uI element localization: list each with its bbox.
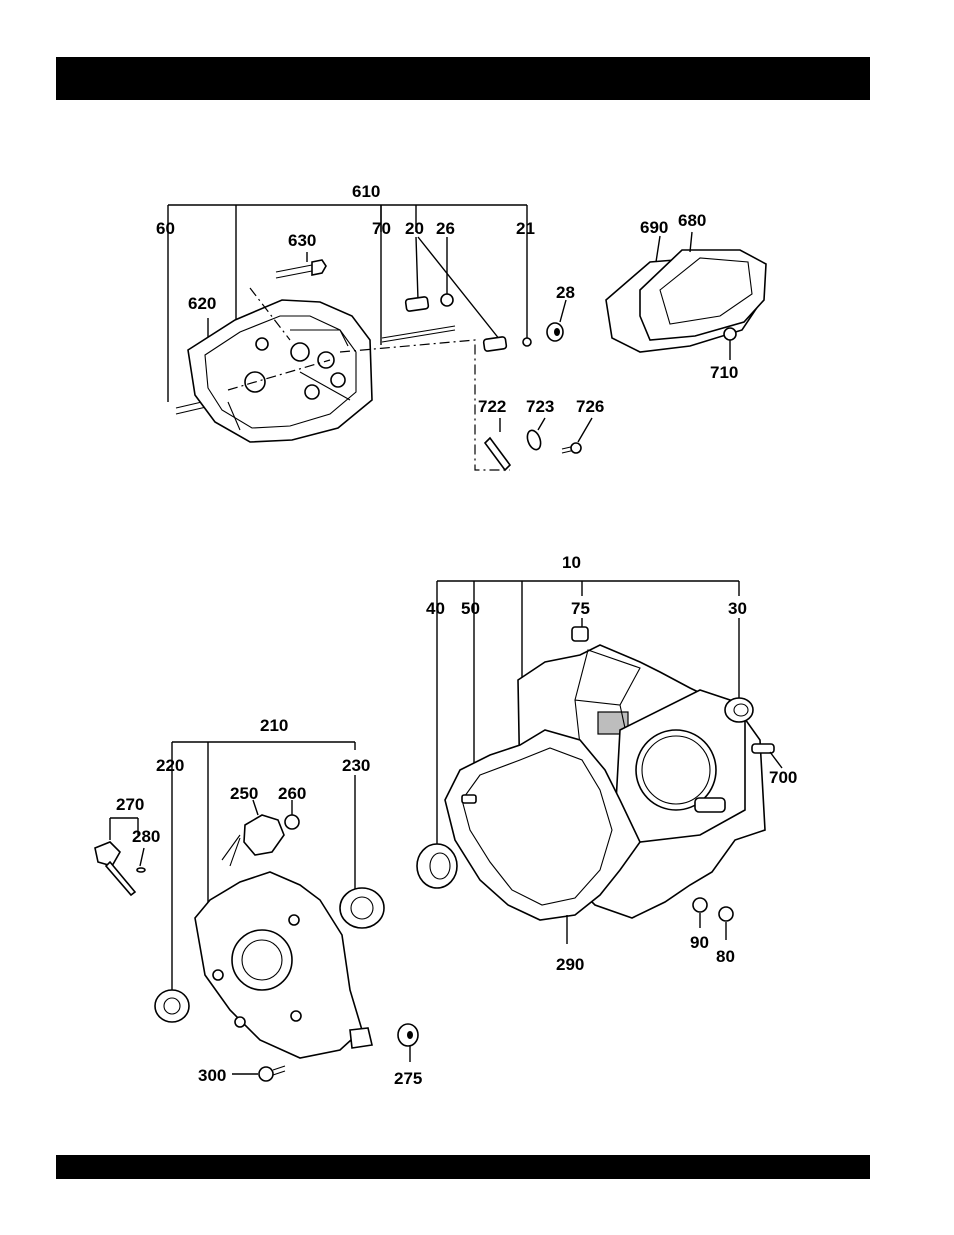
ring-21 bbox=[523, 338, 531, 346]
label-28: 28 bbox=[556, 283, 575, 302]
pin-722 bbox=[485, 438, 510, 470]
label-280: 280 bbox=[132, 827, 160, 846]
cap-26 bbox=[441, 294, 453, 306]
drain-plug-80 bbox=[719, 907, 733, 921]
label-20: 20 bbox=[405, 219, 424, 238]
crankcase-group: 10 40 50 75 30 700 90 80 290 bbox=[417, 553, 797, 974]
oil-seal-30 bbox=[725, 698, 753, 722]
label-70: 70 bbox=[372, 219, 391, 238]
bolt-726 bbox=[571, 443, 581, 453]
label-620: 620 bbox=[188, 294, 216, 313]
label-723: 723 bbox=[526, 397, 554, 416]
label-10: 10 bbox=[562, 553, 581, 572]
plug-75 bbox=[572, 627, 588, 641]
bolt-710 bbox=[724, 328, 736, 340]
pin-50 bbox=[462, 795, 476, 803]
label-270: 270 bbox=[116, 795, 144, 814]
label-250: 250 bbox=[230, 784, 258, 803]
label-630: 630 bbox=[288, 231, 316, 250]
label-30: 30 bbox=[728, 599, 747, 618]
label-690: 690 bbox=[640, 218, 668, 237]
dowel-pin-2 bbox=[483, 337, 506, 352]
oil-dipstick bbox=[95, 842, 120, 866]
crankcase-cover-group: 210 220 230 250 260 270 280 300 275 bbox=[95, 716, 422, 1088]
washer-90 bbox=[693, 898, 707, 912]
push-rod bbox=[382, 326, 455, 342]
label-610: 610 bbox=[352, 182, 380, 201]
label-700: 700 bbox=[769, 768, 797, 787]
dowel-pin bbox=[405, 297, 428, 312]
bolt-260 bbox=[285, 815, 299, 829]
label-90: 90 bbox=[690, 933, 709, 952]
label-75: 75 bbox=[571, 599, 590, 618]
cylinder-head-group: 610 60 70 20 26 21 630 620 28 690 680 71… bbox=[156, 182, 766, 470]
label-80: 80 bbox=[716, 947, 735, 966]
label-722: 722 bbox=[478, 397, 506, 416]
bolt-300 bbox=[259, 1067, 273, 1081]
oil-seal-230 bbox=[340, 888, 384, 928]
label-220: 220 bbox=[156, 756, 184, 775]
label-300: 300 bbox=[198, 1066, 226, 1085]
oil-seal-40 bbox=[417, 844, 457, 888]
label-290: 290 bbox=[556, 955, 584, 974]
label-26: 26 bbox=[436, 219, 455, 238]
clip-723 bbox=[525, 429, 543, 452]
governor bbox=[244, 815, 284, 855]
bolt-630 bbox=[276, 265, 312, 278]
label-230: 230 bbox=[342, 756, 370, 775]
label-60: 60 bbox=[156, 219, 175, 238]
oil-seal-220 bbox=[155, 990, 189, 1022]
label-210: 210 bbox=[260, 716, 288, 735]
label-680: 680 bbox=[678, 211, 706, 230]
label-260: 260 bbox=[278, 784, 306, 803]
cylinder-head bbox=[188, 300, 372, 442]
o-ring-280 bbox=[137, 868, 145, 872]
bolt-630-head bbox=[312, 260, 326, 275]
label-50: 50 bbox=[461, 599, 480, 618]
label-40: 40 bbox=[426, 599, 445, 618]
label-726: 726 bbox=[576, 397, 604, 416]
label-710: 710 bbox=[710, 363, 738, 382]
pin-700 bbox=[752, 744, 774, 753]
label-21: 21 bbox=[516, 219, 535, 238]
label-275: 275 bbox=[394, 1069, 422, 1088]
